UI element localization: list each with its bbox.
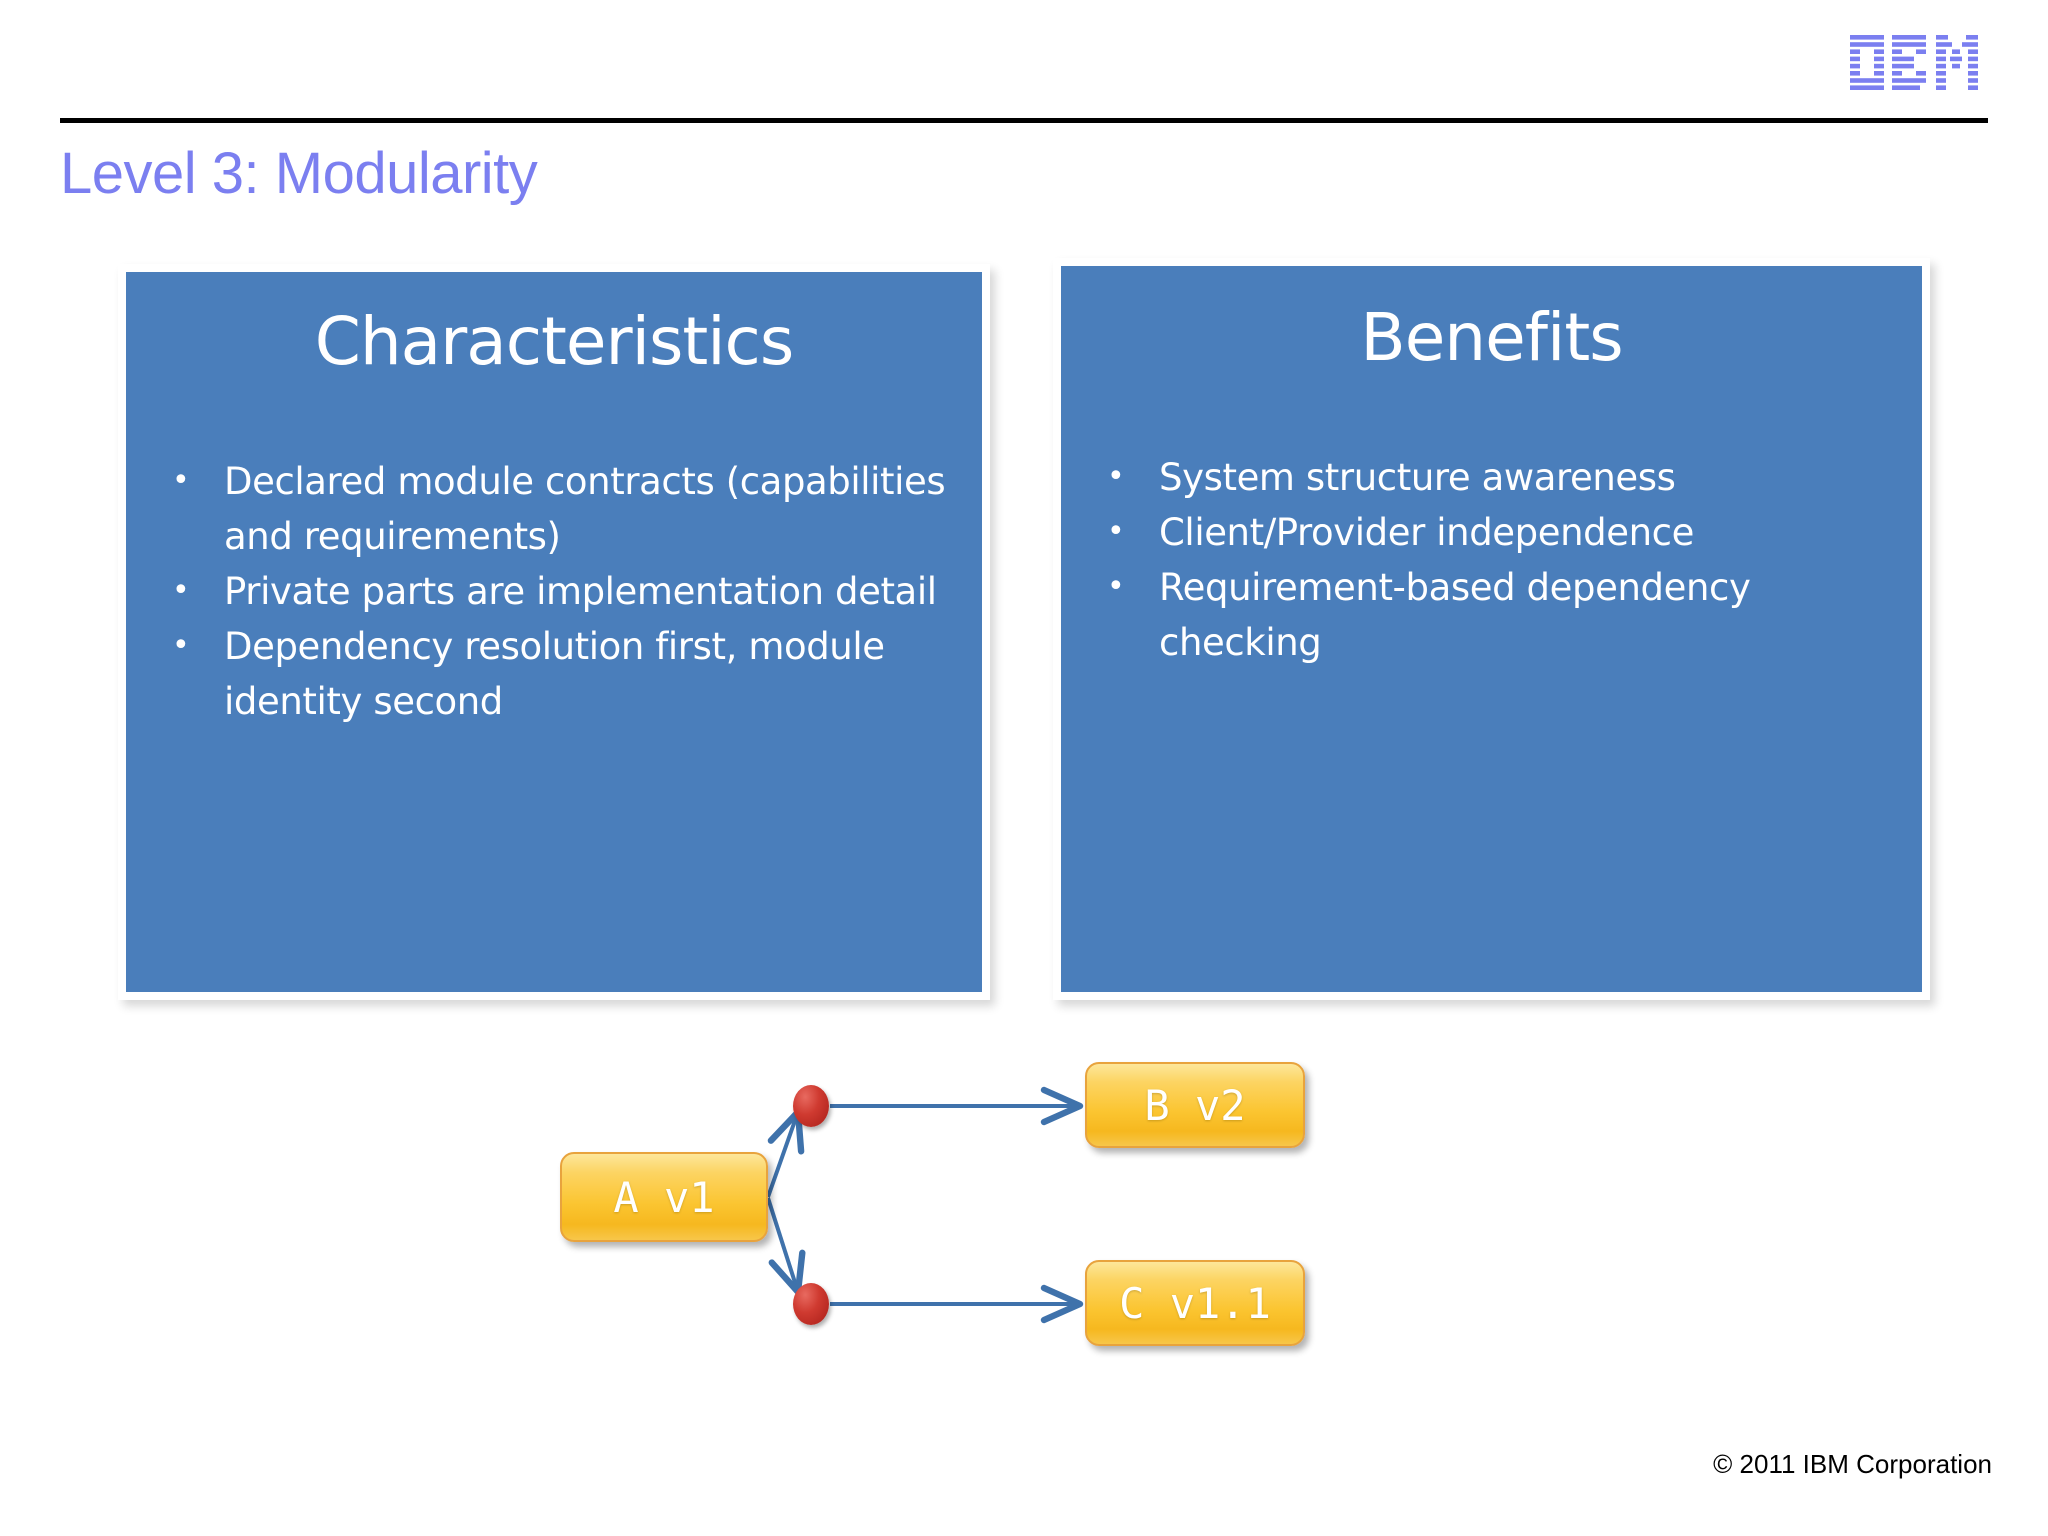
module-node-a[interactable]: A v1 — [560, 1152, 768, 1242]
panel-characteristics-body: Characteristics Declared module contract… — [126, 272, 982, 992]
panel-characteristics-heading: Characteristics — [314, 303, 794, 380]
panel-characteristics: Characteristics Declared module contract… — [118, 264, 990, 1000]
benefits-bullet-list: System structure awareness Client/Provid… — [1061, 449, 1922, 670]
panel-benefits: Benefits System structure awareness Clie… — [1053, 258, 1930, 1000]
module-node-c[interactable]: C v1.1 — [1085, 1260, 1305, 1346]
list-item: Client/Provider independence — [1087, 504, 1904, 560]
module-node-b[interactable]: B v2 — [1085, 1062, 1305, 1148]
footer-copyright: © 2011 IBM Corporation — [1713, 1449, 1992, 1479]
ibm-logo — [1850, 35, 1990, 91]
edge-a-to-dot-c — [766, 1197, 806, 1296]
edge-a-to-dot-b — [766, 1108, 805, 1198]
panel-benefits-heading: Benefits — [1360, 299, 1623, 376]
dependency-diagram: A v1 B v2 C v1.1 — [540, 1040, 1360, 1380]
diagram-edges — [766, 1086, 1084, 1324]
list-item: Private parts are implementation detail — [152, 563, 960, 619]
slide-header — [0, 0, 2048, 125]
list-item: Declared module contracts (capabilities … — [152, 453, 960, 564]
requirement-dot-c — [793, 1283, 829, 1325]
requirement-dot-b — [793, 1085, 829, 1127]
panel-benefits-body: Benefits System structure awareness Clie… — [1061, 266, 1922, 992]
header-divider — [60, 118, 1988, 123]
list-item: Requirement-based dependency checking — [1087, 559, 1904, 670]
page-title: Level 3: Modularity — [60, 141, 538, 206]
list-item: Dependency resolution first, module iden… — [152, 618, 960, 729]
characteristics-bullet-list: Declared module contracts (capabilities … — [126, 453, 982, 729]
list-item: System structure awareness — [1087, 449, 1904, 505]
